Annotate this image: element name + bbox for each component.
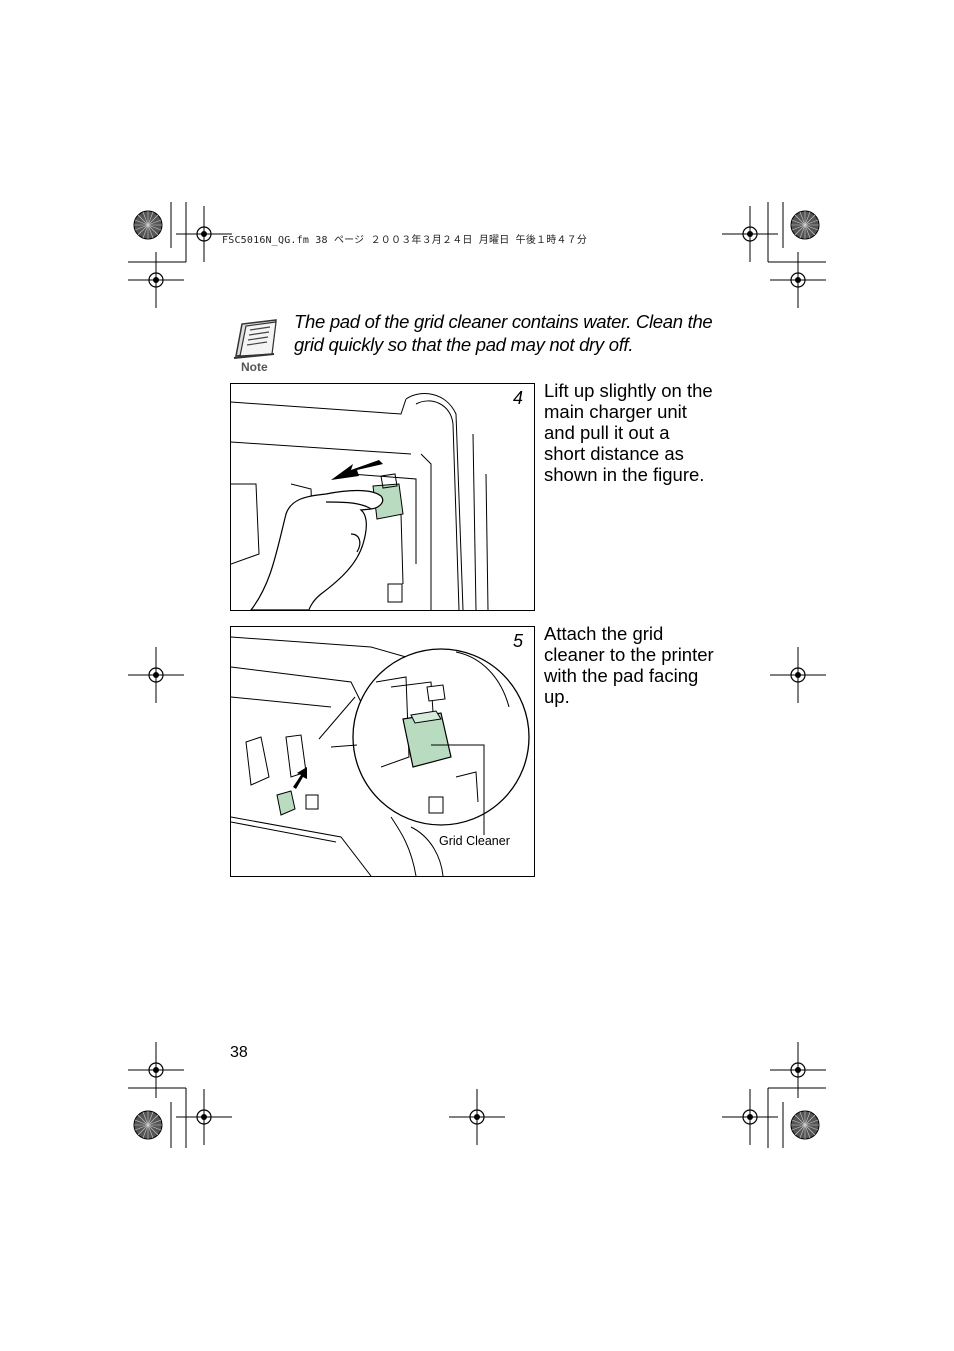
attach-grid-cleaner-illustration xyxy=(231,636,530,876)
step-5-number: 5 xyxy=(513,631,524,651)
step-4-number: 4 xyxy=(513,388,524,408)
file-info-header: FSC5016N_QG.fm 38 ページ ２００３年３月２４日 月曜日 午後１… xyxy=(222,235,588,246)
step-4-text: Lift up slightly on the main charger uni… xyxy=(544,380,713,485)
grid-cleaner-callout: Grid Cleaner xyxy=(439,834,510,848)
note-label: Note xyxy=(241,360,268,374)
note-text: The pad of the grid cleaner contains wat… xyxy=(294,311,713,355)
pull-charger-illustration xyxy=(231,393,489,610)
step-5-figure xyxy=(230,626,535,877)
step-5-text: Attach the grid cleaner to the printer w… xyxy=(544,623,714,707)
note-icon xyxy=(233,319,277,359)
page-number: 38 xyxy=(230,1044,248,1061)
step-4-figure xyxy=(230,383,535,611)
